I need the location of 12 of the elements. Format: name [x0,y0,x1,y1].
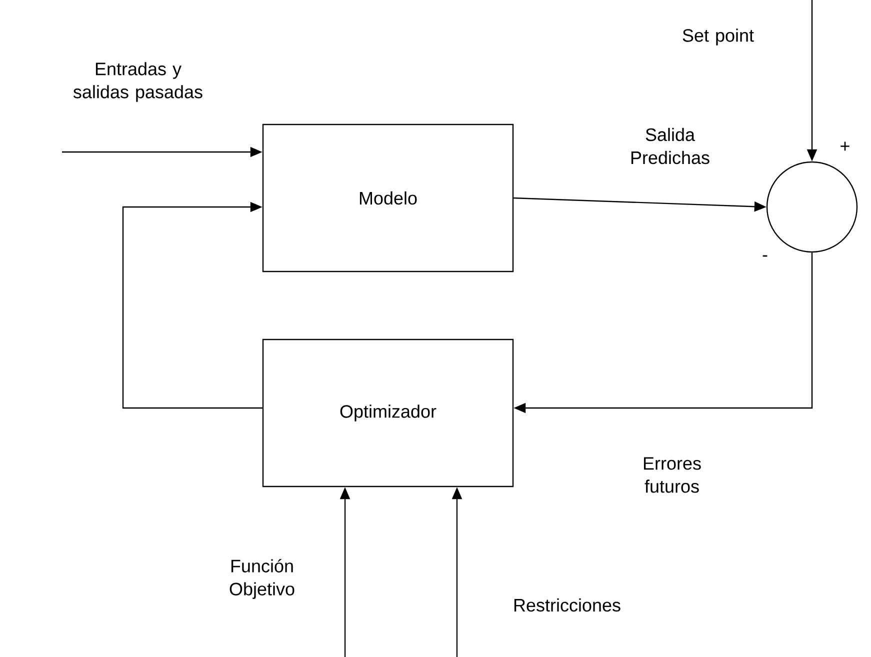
edge-label: Restricciones [514,598,620,612]
edge-label: Entradas y salidas pasadas [73,62,202,102]
edge-label: Salida Predichas [631,128,710,164]
sign-label: + [840,142,850,151]
arrow [122,202,262,409]
process-box: Modelo [262,124,514,272]
edge-label: Errores futuros [644,457,701,493]
edge-label: Set point [682,28,754,46]
edge-label: Función Objetivo [230,559,294,599]
process-box: Optimizador [262,338,514,488]
summing-junction [766,161,858,253]
sign-label: - [762,255,768,257]
